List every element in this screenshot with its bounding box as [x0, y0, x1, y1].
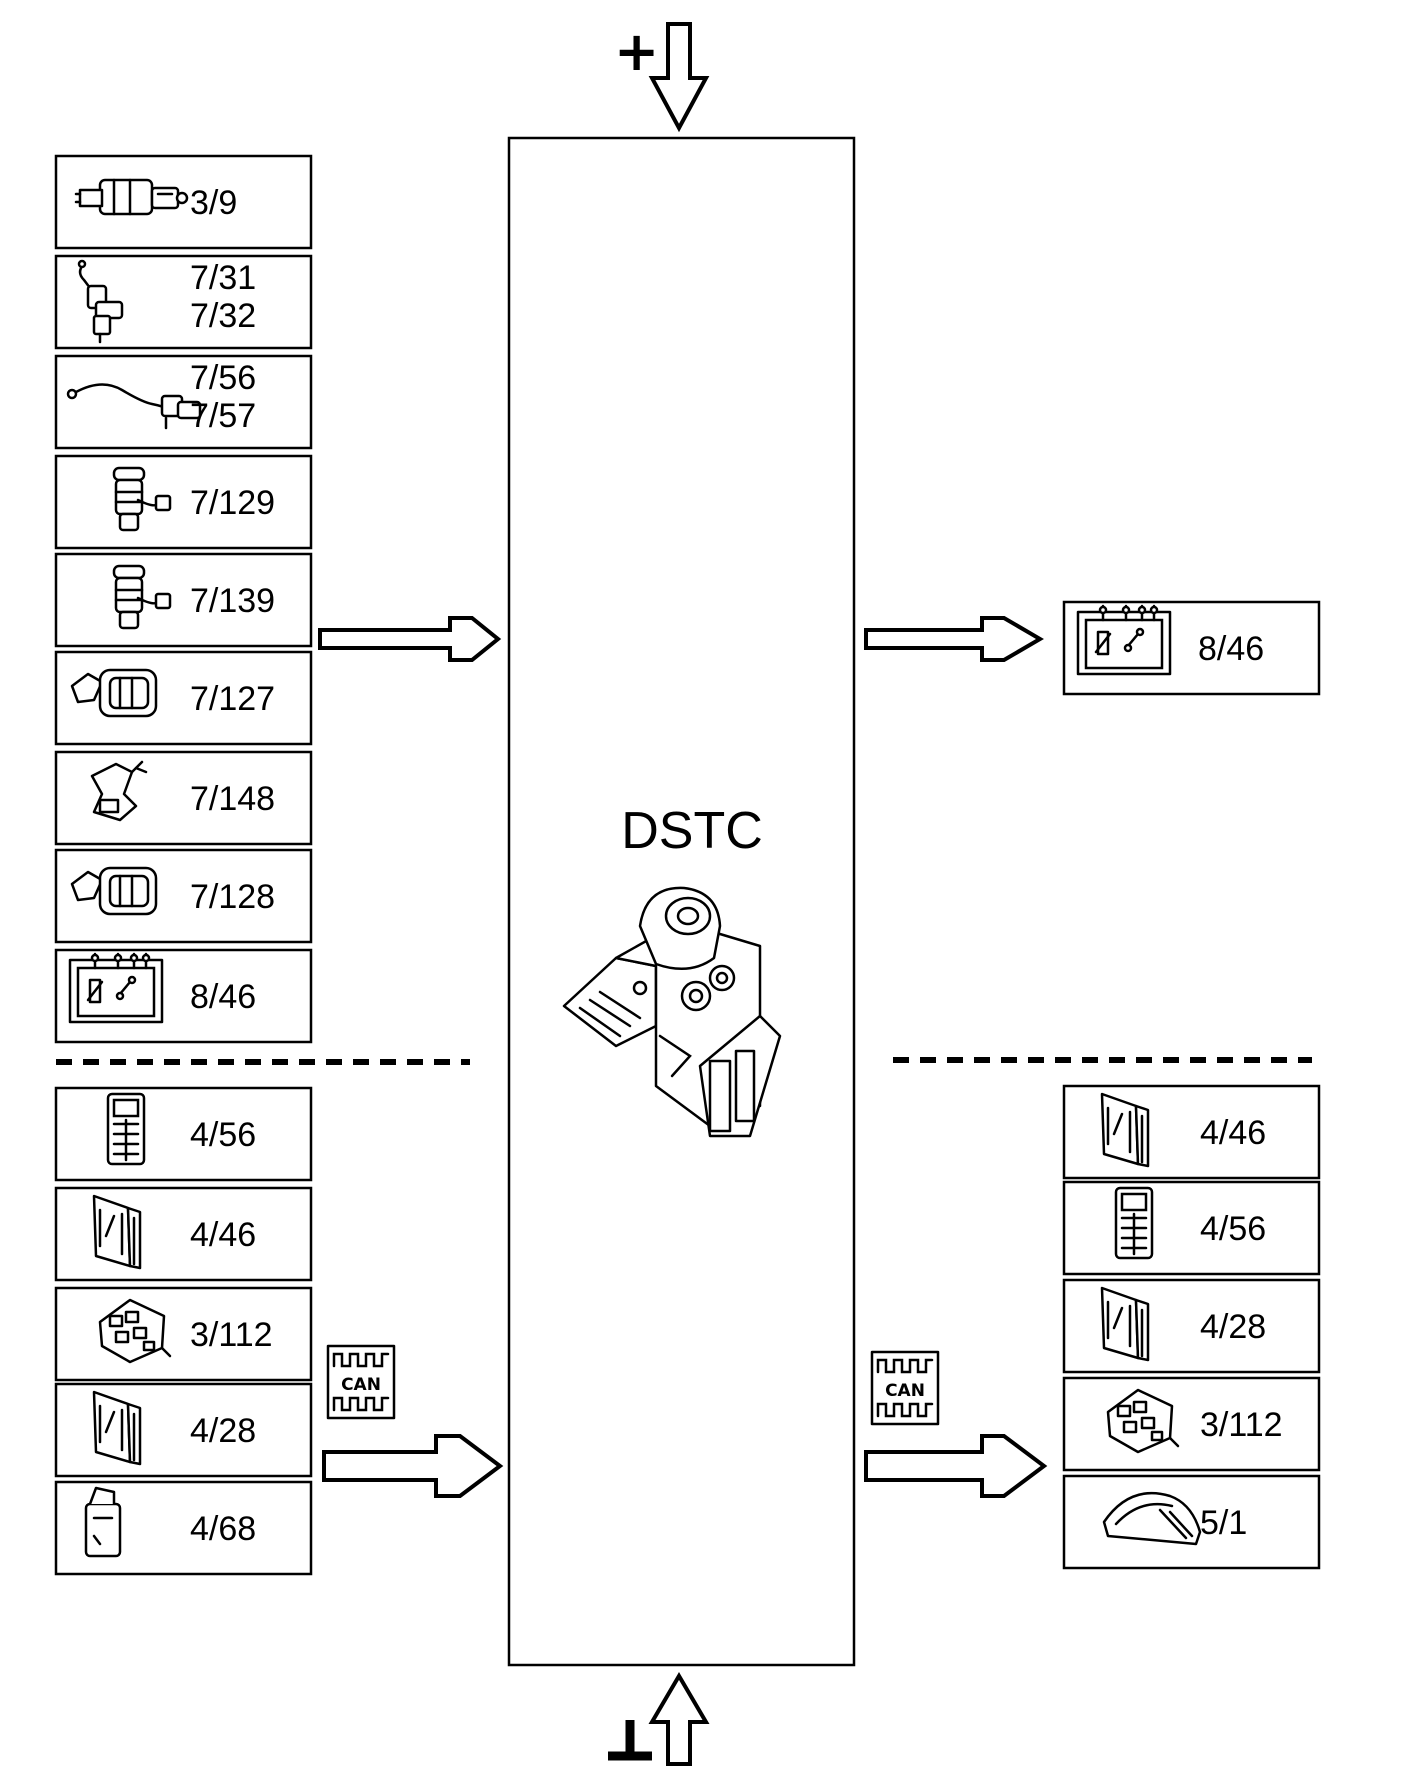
control-module-icon [1114, 1186, 1154, 1260]
left-can-components: 4/56 4/46 3/112 4/28 4/68 [54, 1086, 313, 1576]
component-frame [1062, 1376, 1321, 1472]
power-supply-symbol: + [614, 20, 659, 83]
component-box: 3/112 [54, 1286, 313, 1382]
component-code: 7/31 [190, 259, 256, 297]
can-bus-right: CAN [870, 1350, 940, 1426]
control-module-icon [106, 1092, 146, 1166]
component-code: 3/112 [1200, 1406, 1283, 1444]
can-arrow-left [322, 1434, 504, 1498]
component-code: 5/1 [1200, 1504, 1247, 1542]
component-box: 4/56 [1062, 1180, 1321, 1276]
component-frame [1062, 1180, 1321, 1276]
power-supply: + [614, 20, 710, 133]
component-code: 4/68 [190, 1510, 256, 1548]
component-box: 8/46 [1062, 600, 1321, 696]
component-code: 8/46 [1198, 630, 1264, 668]
component-code: 7/129 [190, 484, 275, 522]
component-box: 7/567/57 [54, 354, 313, 450]
left-input-components: 3/97/317/327/567/577/1297/1397/1277/1487… [54, 154, 313, 1044]
component-box: 7/139 [54, 552, 313, 648]
relay-icon [1076, 604, 1172, 676]
component-code: 4/56 [1200, 1210, 1266, 1248]
ground [608, 1672, 710, 1766]
ground-symbol-icon [608, 1720, 652, 1756]
component-code: 3/112 [190, 1316, 273, 1354]
relay-icon [68, 952, 164, 1024]
component-box: 4/28 [54, 1382, 313, 1478]
component-code: 7/127 [190, 680, 275, 718]
component-code: 4/28 [190, 1412, 256, 1450]
component-code: 7/57 [190, 397, 256, 435]
component-box: 7/128 [54, 848, 313, 944]
right-can-components: 4/46 4/56 4/28 3/112 5/1 [1062, 1084, 1321, 1570]
component-box: 4/56 [54, 1086, 313, 1182]
output-arrow-right [864, 616, 1044, 662]
small-module-icon [84, 1486, 122, 1558]
component-box: 8/46 [54, 948, 313, 1044]
component-code: 4/28 [1200, 1308, 1266, 1346]
component-box: 4/46 [1062, 1084, 1321, 1180]
component-code: 4/46 [190, 1216, 256, 1254]
can-arrow-right [864, 1434, 1048, 1498]
component-code: 8/46 [190, 978, 256, 1016]
component-frame [54, 650, 313, 746]
component-box: 4/28 [1062, 1278, 1321, 1374]
input-arrow-left [318, 616, 502, 662]
component-frame [54, 848, 313, 944]
component-box: 7/129 [54, 454, 313, 550]
component-code: 7/148 [190, 780, 275, 818]
module-title: DSTC [621, 802, 763, 860]
component-box: 4/46 [54, 1186, 313, 1282]
can-label: CAN [885, 1381, 925, 1401]
component-box: 3/9 [54, 154, 313, 250]
component-code: 3/9 [190, 184, 237, 222]
component-frame [54, 1086, 313, 1182]
component-code: 7/56 [190, 359, 256, 397]
component-box: 3/112 [1062, 1376, 1321, 1472]
component-code: 7/139 [190, 582, 275, 620]
component-frame [54, 552, 313, 648]
component-frame [54, 750, 313, 846]
component-frame [54, 1286, 313, 1382]
component-code: 4/56 [190, 1116, 256, 1154]
component-code: 4/46 [1200, 1114, 1266, 1152]
component-box: 7/127 [54, 650, 313, 746]
component-box: 4/68 [54, 1480, 313, 1576]
right-output-components: 8/46 [1062, 600, 1321, 696]
ground-arrow-up [648, 1672, 710, 1766]
component-box: 7/317/32 [54, 254, 313, 350]
component-frame [54, 454, 313, 550]
component-box: 5/1 [1062, 1474, 1321, 1570]
can-bus-left: CAN [326, 1344, 396, 1420]
component-code: 7/128 [190, 878, 275, 916]
supply-arrow-down [648, 22, 710, 133]
component-code: 7/32 [190, 297, 256, 335]
component-box: 7/148 [54, 750, 313, 846]
can-label: CAN [341, 1375, 381, 1395]
